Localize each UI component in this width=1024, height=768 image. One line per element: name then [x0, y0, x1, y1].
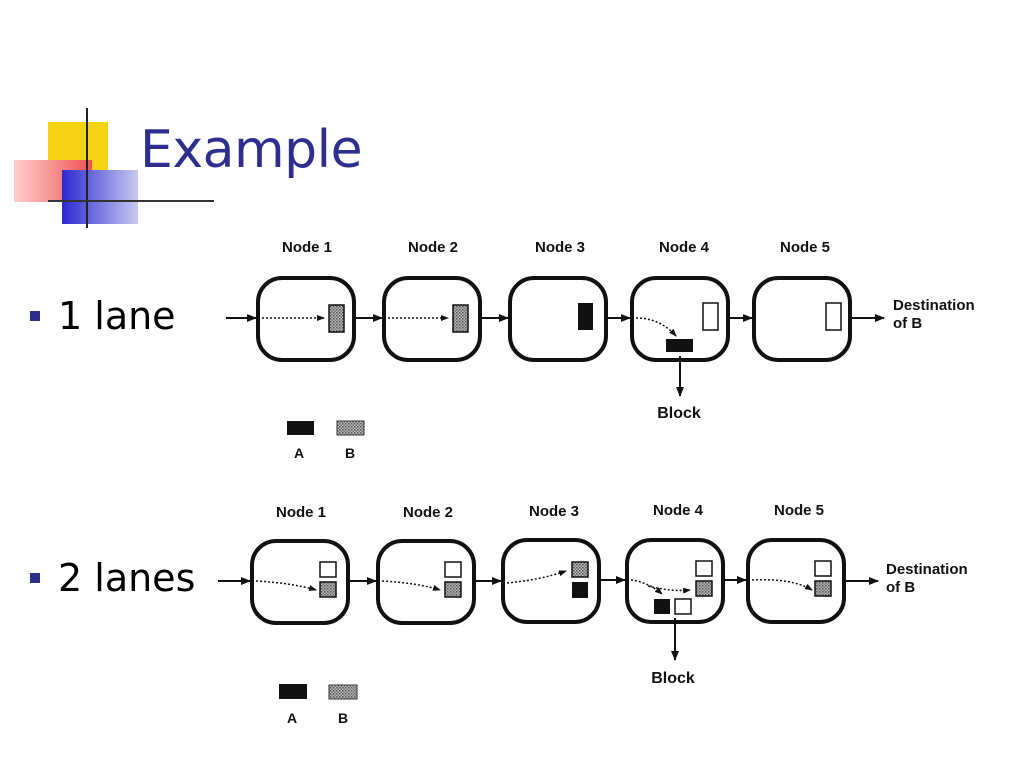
- legend-swatch-a: [279, 684, 307, 699]
- packet-b: [319, 581, 337, 598]
- legend-label-b: B: [345, 445, 355, 461]
- empty-buffer: [319, 561, 337, 578]
- packet-path: [751, 578, 813, 591]
- packet-a: [654, 599, 670, 614]
- node-box: [256, 276, 356, 362]
- node-box: [508, 276, 608, 362]
- node-label: Node 3: [529, 503, 579, 520]
- empty-buffer: [674, 598, 692, 615]
- packet-path: [506, 570, 567, 584]
- node-label: Node 2: [403, 504, 453, 521]
- packet-path: [255, 580, 317, 591]
- node-label: Node 1: [276, 504, 326, 521]
- empty-buffer: [702, 302, 719, 331]
- node-box: [376, 539, 476, 625]
- packet-b: [452, 304, 469, 333]
- packet-b: [444, 581, 462, 598]
- node-label: Node 5: [774, 502, 824, 519]
- node-box: [382, 276, 482, 362]
- node-label: Node 2: [408, 239, 458, 256]
- diagram-1-lane: Node 1 Node 2 Node 3 Node 4 Node 5 Block…: [226, 239, 975, 461]
- empty-buffer: [814, 560, 832, 577]
- node-label: Node 5: [780, 239, 830, 256]
- legend-label-a: A: [287, 710, 297, 726]
- empty-buffer: [695, 560, 713, 577]
- node-label: Node 4: [659, 239, 710, 256]
- node-label: Node 4: [653, 502, 704, 519]
- legend-swatch-b: [328, 684, 358, 700]
- destination-label: of B: [893, 315, 922, 332]
- title-underline: [48, 200, 214, 202]
- bullet-marker: [30, 311, 40, 321]
- packet-a: [578, 303, 593, 330]
- destination-label: Destination: [886, 561, 968, 578]
- packet-b: [328, 304, 345, 333]
- packet-b: [571, 561, 589, 578]
- packet-a: [572, 582, 588, 598]
- legend-swatch-a: [287, 421, 314, 435]
- node-box: [250, 539, 350, 625]
- diagram-2-lanes: Node 1 Node 2 Node 3 Node 4 Node 5: [218, 502, 968, 726]
- packet-path: [635, 317, 677, 337]
- node-box: [746, 538, 846, 624]
- destination-label: Destination: [893, 297, 975, 314]
- legend-label-a: A: [294, 445, 304, 461]
- logo-blue-square: [62, 170, 138, 224]
- legend-label-b: B: [338, 710, 348, 726]
- destination-label: of B: [886, 579, 915, 596]
- packet-b: [695, 580, 713, 597]
- packet-path: [381, 580, 441, 591]
- block-label: Block: [651, 670, 695, 687]
- bullet-1-lane: 1 lane: [30, 294, 176, 338]
- bullet-text: 2 lanes: [58, 556, 196, 600]
- block-label: Block: [657, 405, 701, 422]
- packet-a: [666, 339, 693, 352]
- slide-title: Example: [140, 120, 363, 180]
- logo-vertical-line: [86, 108, 88, 228]
- empty-buffer: [444, 561, 462, 578]
- bullet-marker: [30, 573, 40, 583]
- bullet-text: 1 lane: [58, 294, 176, 338]
- empty-buffer: [825, 302, 842, 331]
- packet-path: [630, 579, 663, 595]
- node-box: [752, 276, 852, 362]
- node-box: [501, 538, 601, 624]
- packet-b: [814, 580, 832, 597]
- node-label: Node 3: [535, 239, 585, 256]
- node-label: Node 1: [282, 239, 332, 256]
- bullet-2-lanes: 2 lanes: [30, 556, 195, 600]
- legend-swatch-b: [336, 420, 365, 436]
